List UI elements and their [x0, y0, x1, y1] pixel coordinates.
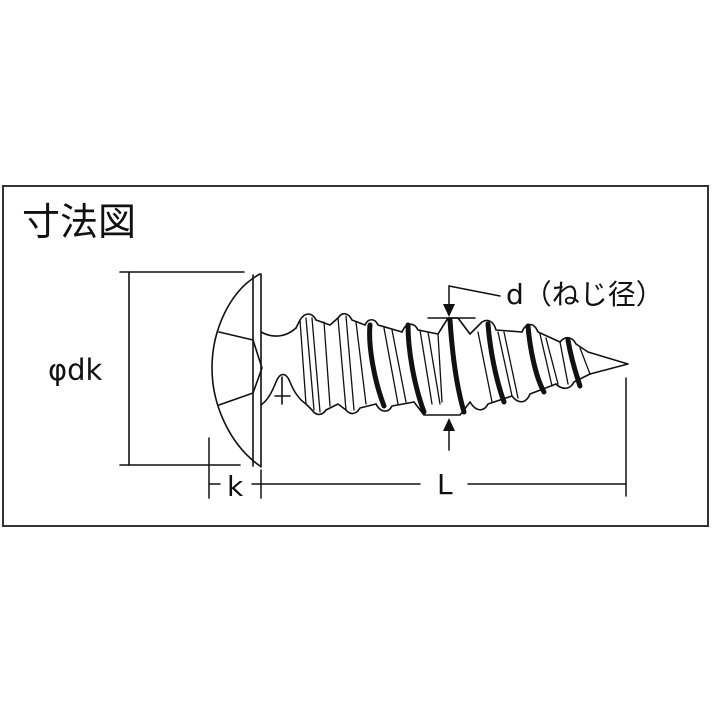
d-arrow-top: [443, 304, 455, 317]
d-dimension: [427, 285, 501, 451]
d-arrow-bottom: [443, 418, 455, 431]
screw-head: [211, 273, 263, 468]
length-label: L: [437, 468, 453, 501]
diagram-title: 寸法図: [22, 200, 137, 244]
diagram-frame: [2, 185, 709, 527]
screw-thread-flanks: [299, 315, 591, 413]
head-diameter-label: φdk: [48, 353, 103, 387]
k-L-dimension: [208, 377, 627, 499]
head-height-label: k: [227, 470, 244, 503]
dk-dimension: [119, 271, 245, 466]
thread-diameter-label: d（ねじ径）: [506, 278, 664, 311]
screw-thread-crests: [367, 317, 583, 415]
screw-neck: [260, 327, 307, 406]
